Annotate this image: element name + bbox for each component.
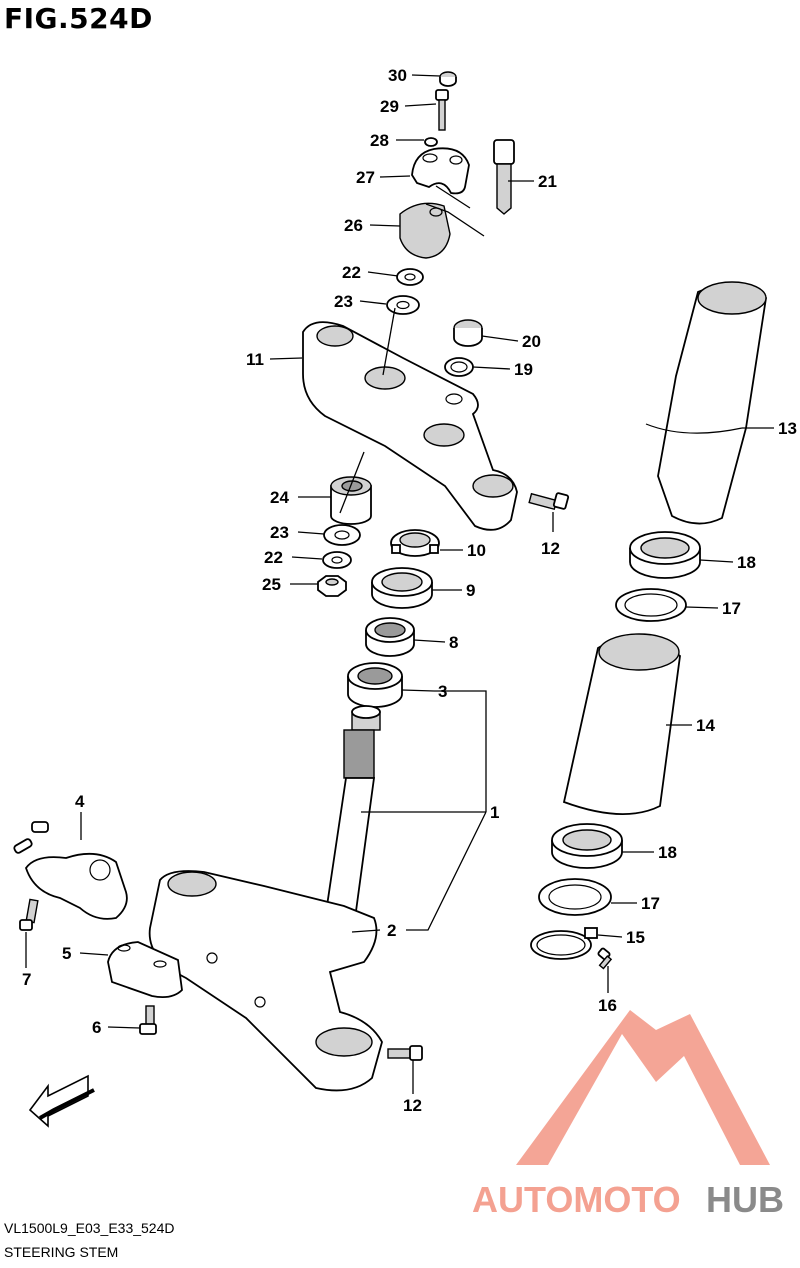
callout-17-upper: 17 — [722, 599, 741, 618]
part-8-bearing — [365, 617, 415, 657]
part-6-bolt — [139, 1005, 157, 1035]
part-19-ring — [444, 357, 474, 377]
callout-10: 10 — [467, 541, 486, 560]
callout-12-upper: 12 — [541, 539, 560, 558]
callout-19: 19 — [514, 360, 533, 379]
part-21-bolt — [493, 139, 515, 215]
leader-lines — [25, 74, 774, 1094]
callout-22-upper: 22 — [342, 263, 361, 282]
figure-title: FIG.524D — [4, 2, 153, 35]
callout-23-lower: 23 — [270, 523, 289, 542]
part-18-spacer-lower — [551, 823, 623, 869]
watermark-text-part1: AUTOMOTO — [472, 1179, 681, 1220]
callout-17-lower: 17 — [641, 894, 660, 913]
callout-5: 5 — [62, 944, 71, 963]
part-4-ignition-switch — [13, 821, 128, 920]
callout-12-lower: 12 — [403, 1096, 422, 1115]
callout-29: 29 — [380, 97, 399, 116]
part-1-steering-stem — [322, 705, 381, 927]
callout-labels: 30 29 28 27 21 26 22 23 20 11 19 13 24 1… — [22, 66, 797, 1115]
part-28-washer — [424, 137, 438, 147]
part-20-cap — [453, 319, 483, 347]
part-17-ring-upper — [615, 588, 687, 622]
callout-14: 14 — [696, 716, 715, 735]
callout-1: 1 — [490, 803, 499, 822]
callout-15: 15 — [626, 928, 645, 947]
part-25-nut — [317, 575, 347, 597]
callout-3: 3 — [438, 682, 447, 701]
callout-18-lower: 18 — [658, 843, 677, 862]
part-29-bolt — [435, 89, 449, 131]
part-11-upper-bracket — [302, 307, 518, 531]
callout-16: 16 — [598, 996, 617, 1015]
part-12-bolt-lower — [387, 1045, 423, 1061]
part-16-screw — [597, 947, 613, 970]
part-27-holder-upper — [411, 147, 470, 195]
part-30-cap — [439, 71, 457, 87]
callout-2: 2 — [387, 921, 396, 940]
callout-22-lower: 22 — [264, 548, 283, 567]
part-23-washer-upper — [386, 295, 420, 315]
part-23-washer-lower — [323, 524, 361, 546]
part-22-washer-lower — [322, 551, 352, 569]
footer-section-name: STEERING STEM — [4, 1244, 119, 1260]
callout-18-upper: 18 — [737, 553, 756, 572]
automotohub-watermark: AUTOMOTO HUB — [472, 1010, 784, 1220]
callout-23-upper: 23 — [334, 292, 353, 311]
fwd-arrow-icon — [28, 1074, 95, 1128]
part-12-bolt-upper — [528, 492, 570, 511]
callout-4: 4 — [75, 792, 85, 811]
callout-9: 9 — [466, 581, 475, 600]
callout-21: 21 — [538, 172, 557, 191]
callout-26: 26 — [344, 216, 363, 235]
callout-27: 27 — [356, 168, 375, 187]
footer-model-code: VL1500L9_E03_E33_524D — [4, 1220, 175, 1236]
part-17-ring-lower — [538, 878, 612, 916]
callout-7: 7 — [22, 970, 31, 989]
watermark-logo-icon — [516, 1010, 770, 1165]
callout-13: 13 — [778, 419, 797, 438]
part-10-locknut — [390, 529, 440, 557]
part-5-clamp-holder — [107, 941, 183, 999]
part-7-bolt — [19, 898, 39, 931]
callout-8: 8 — [449, 633, 458, 652]
callout-11: 11 — [246, 350, 264, 369]
callout-20: 20 — [522, 332, 541, 351]
part-18-spacer-upper — [629, 531, 701, 579]
part-3-bearing — [347, 662, 403, 708]
callout-6: 6 — [92, 1018, 101, 1037]
watermark-text-part2: HUB — [706, 1179, 784, 1220]
callout-25: 25 — [262, 575, 281, 594]
part-9-seal — [371, 567, 433, 609]
callout-30: 30 — [388, 66, 407, 85]
part-13-cover — [645, 281, 767, 525]
part-26-holder-lower — [399, 185, 485, 259]
part-14-lower-cover — [562, 633, 681, 815]
part-15-clamp — [530, 927, 598, 960]
callout-24: 24 — [270, 488, 289, 507]
callout-28: 28 — [370, 131, 389, 150]
part-22-washer-upper — [396, 268, 424, 286]
